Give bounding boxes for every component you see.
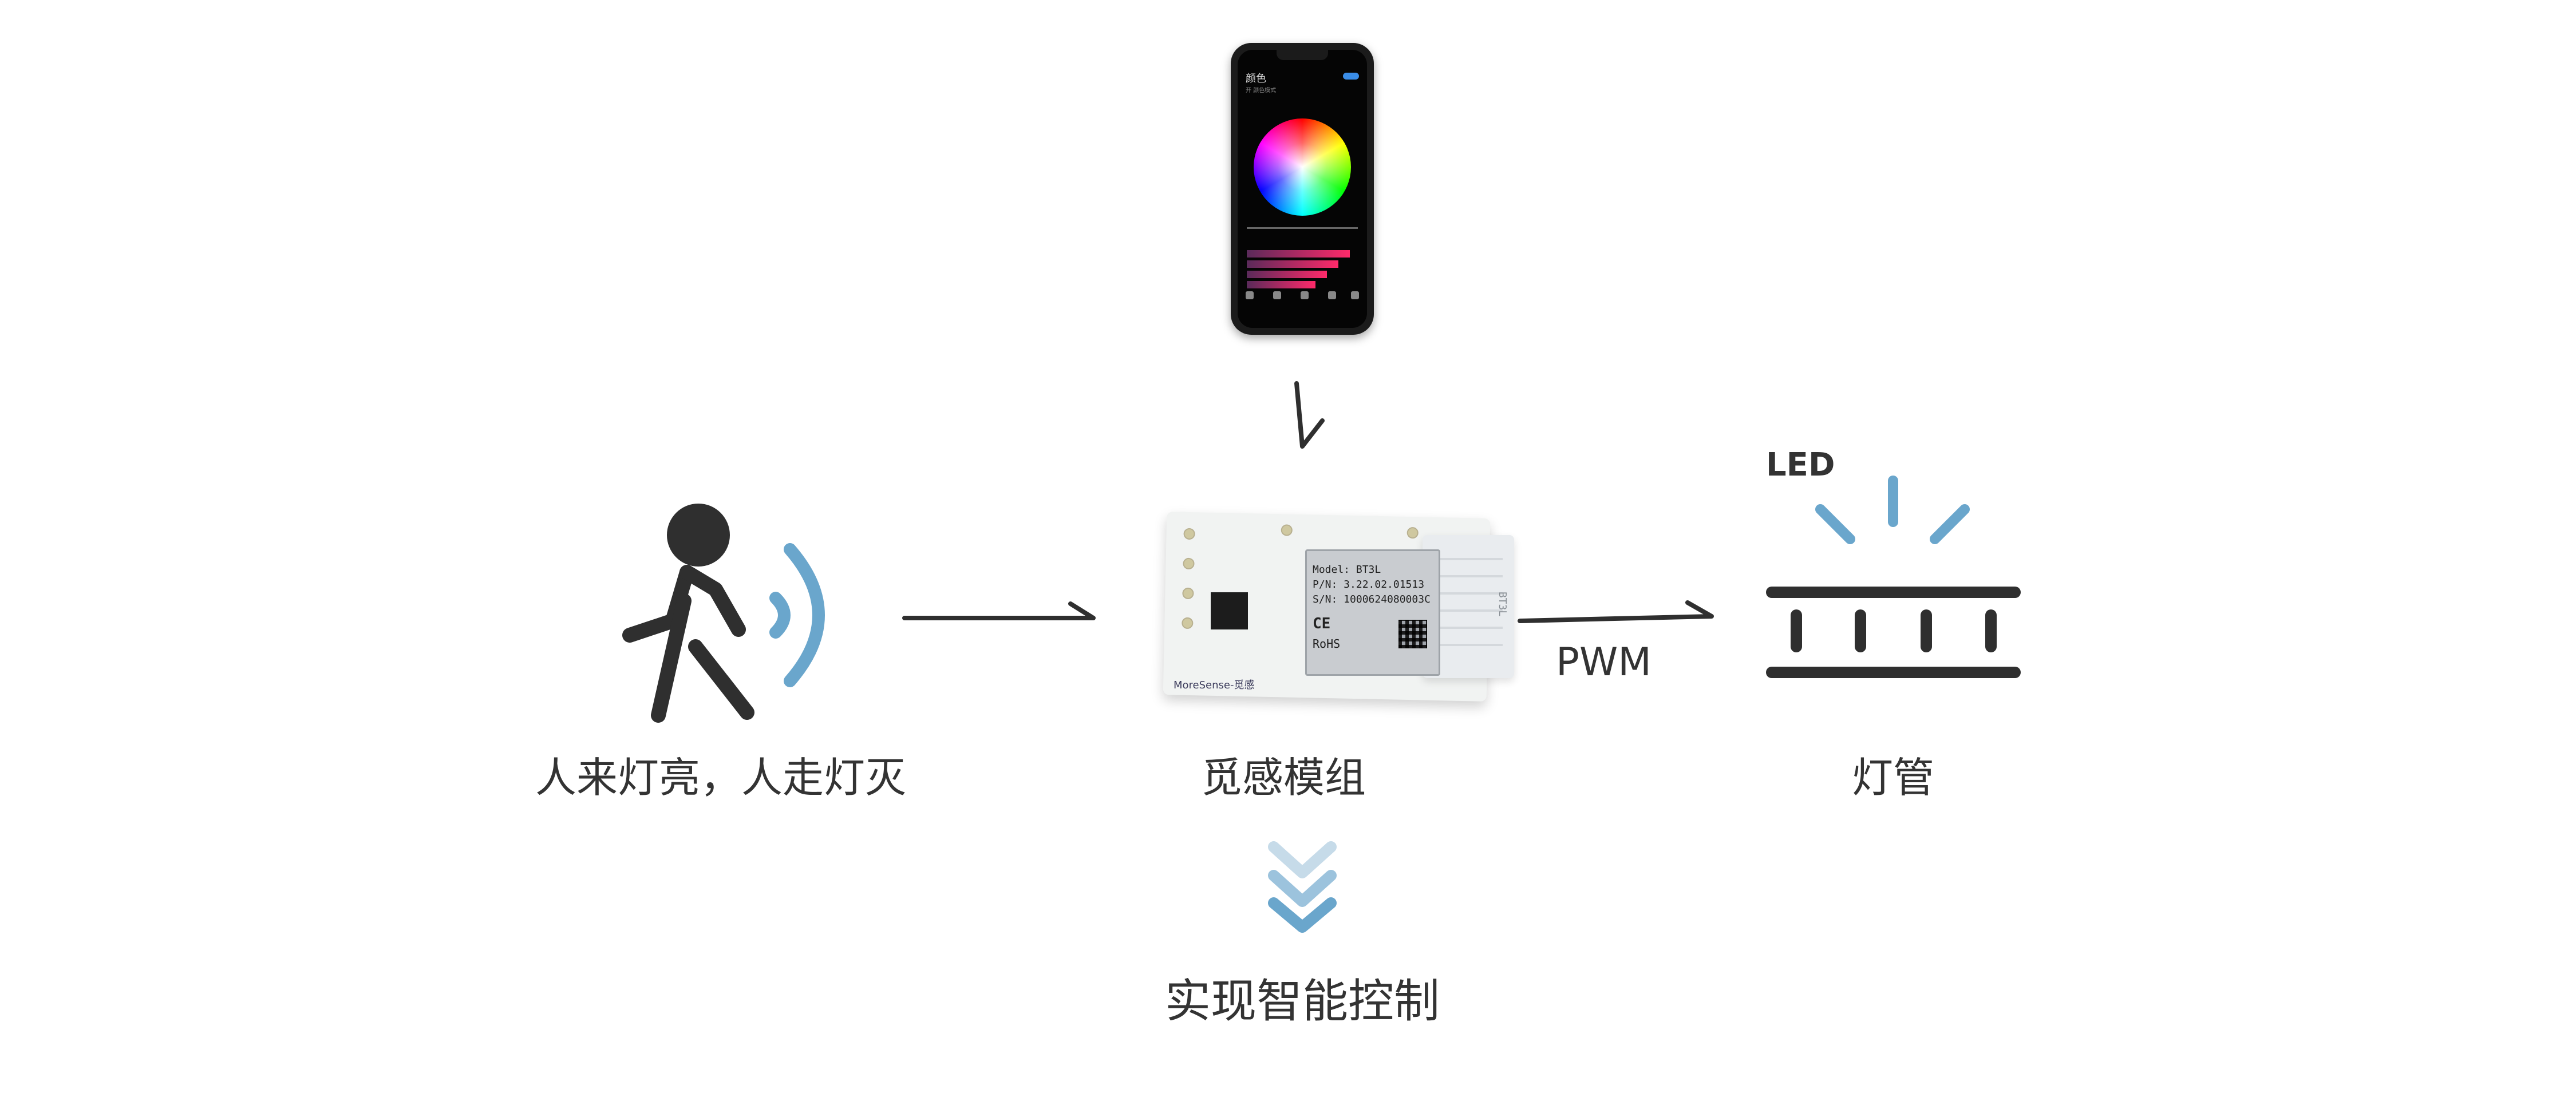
tab-icon [1351, 291, 1359, 299]
module-caption: 觅感模组 [1201, 754, 1366, 802]
walking-person-icon [622, 504, 825, 723]
sensor-caption: 人来灯亮，人走灯灭 [535, 754, 907, 802]
pn-text: P/N: 3.22.02.01513 [1313, 579, 1425, 591]
sn-text: S/N: 1000624080003C [1313, 593, 1431, 605]
tab-icon [1301, 291, 1309, 299]
tab-bar [1238, 288, 1367, 305]
led-label: LED [1766, 446, 1835, 484]
tab-icon [1273, 291, 1281, 299]
side-label: BT3L [1496, 591, 1509, 617]
color-wheel [1254, 118, 1351, 216]
color-bar [1247, 260, 1338, 268]
tab-icon [1328, 291, 1336, 299]
pad [1182, 617, 1194, 629]
color-bar [1247, 281, 1315, 288]
brightness-slider [1247, 227, 1358, 229]
ce-mark: CE [1313, 615, 1331, 632]
pad [1182, 587, 1194, 600]
result-caption: 实现智能控制 [1165, 975, 1440, 1028]
color-bar [1247, 250, 1350, 258]
right-arrow [902, 601, 1096, 620]
tab-icon [1246, 291, 1254, 299]
module-shield: Model: BT3L P/N: 3.22.02.01513 S/N: 1000… [1305, 549, 1440, 676]
toggle-switch [1343, 73, 1359, 80]
qr-code [1398, 620, 1427, 648]
pad [1406, 526, 1419, 539]
led-tube-icon [1766, 476, 2021, 678]
down-arrow [1294, 381, 1325, 449]
double-chevron-down-icon [1268, 841, 1337, 933]
phone-screen: 颜色 开 颜色模式 [1238, 50, 1367, 328]
chip [1211, 592, 1248, 629]
pad [1183, 557, 1195, 570]
brand-text: MoreSense-觅感 [1174, 679, 1255, 691]
color-bar [1247, 271, 1327, 278]
pad [1183, 528, 1195, 540]
pwm-label: PWM [1556, 640, 1652, 685]
phone-notch [1277, 50, 1328, 60]
screen-title: 颜色 [1246, 73, 1266, 85]
lamp-caption: 灯管 [1852, 754, 1935, 802]
screen-subtitle: 开 颜色模式 [1246, 88, 1277, 94]
pad [1281, 524, 1293, 536]
right-arrow [1518, 600, 1714, 623]
smartphone-app: 颜色 开 颜色模式 [1231, 43, 1374, 335]
model-text: Model: BT3L [1313, 564, 1381, 576]
rohs-mark: RoHS [1313, 637, 1341, 651]
